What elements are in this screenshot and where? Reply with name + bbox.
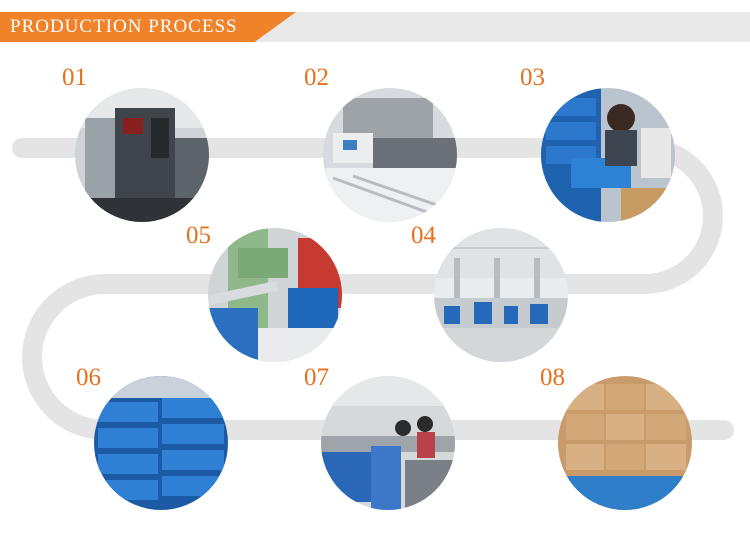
step-number-08: 08: [540, 364, 565, 391]
step-number-04: 04: [411, 222, 436, 249]
step-number-06: 06: [76, 364, 101, 391]
green-machine-photo: [208, 228, 342, 362]
worker-with-blue-crates-photo: [541, 88, 675, 222]
step-number-02: 02: [304, 64, 329, 91]
stacked-blue-crates-photo: [94, 376, 228, 510]
step-number-01: 01: [62, 64, 87, 91]
step-number-03: 03: [520, 64, 545, 91]
factory-floor-photo: [434, 228, 568, 362]
cardboard-boxes-photo: [558, 376, 692, 510]
assembly-line-photo: [321, 376, 455, 510]
step-number-07: 07: [304, 364, 329, 391]
printing-press-photo: [75, 88, 209, 222]
page-title: PRODUCTION PROCESS: [10, 16, 238, 37]
step-number-05: 05: [186, 222, 211, 249]
banner-tab: [0, 12, 296, 42]
folding-machine-photo: [323, 88, 457, 222]
